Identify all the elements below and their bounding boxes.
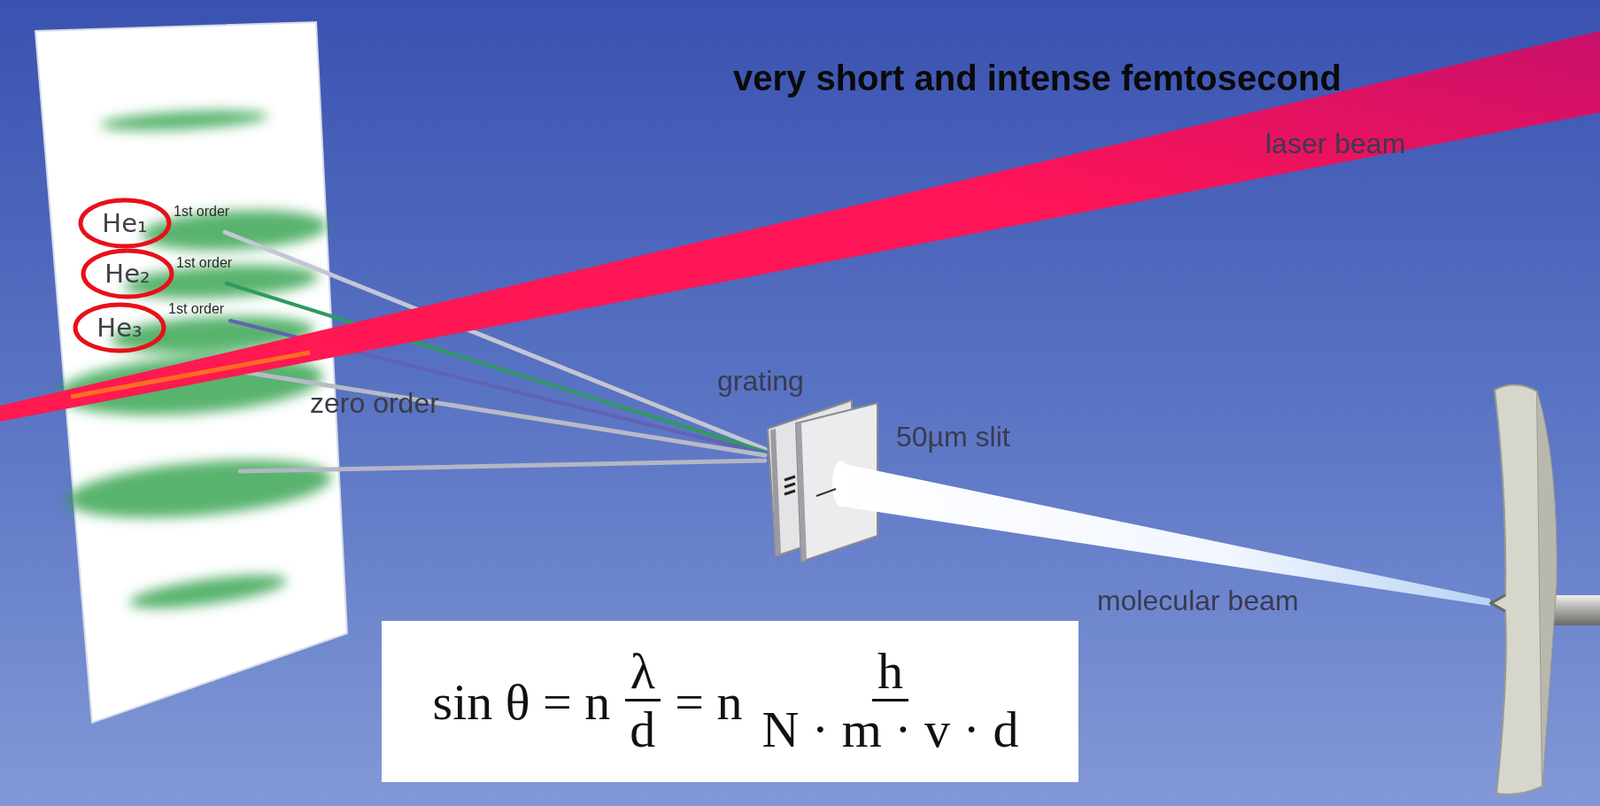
highlight-ellipse: He₂	[81, 248, 174, 299]
fraction: hN · m · v · d	[756, 644, 1024, 758]
slit-line	[816, 488, 836, 496]
skimmer	[1491, 384, 1543, 795]
laser-spot	[70, 352, 310, 397]
heading-text: very short and intense femtosecond	[733, 58, 1342, 99]
ellipse-stroke	[75, 304, 164, 351]
formula-text: = n	[674, 672, 743, 732]
formula-box: sin θ = nλd= nhN · m · v · d	[381, 620, 1079, 782]
part-label: grating	[717, 364, 804, 398]
fraction: λd	[624, 644, 661, 758]
beam-spot	[832, 460, 851, 507]
grating-edge	[770, 428, 781, 557]
species-label: He₂	[104, 258, 150, 289]
molecular-beam	[836, 462, 1491, 606]
laser-beam	[0, 30, 1600, 422]
numerator: λ	[625, 644, 661, 702]
part-label: 50µm slit	[896, 420, 1011, 454]
order-label: 1st order	[168, 301, 225, 317]
beam-label: laser beam	[1265, 127, 1406, 161]
ellipse-stroke	[80, 200, 170, 247]
denominator: d	[624, 701, 661, 758]
grating-lines	[784, 476, 796, 495]
order-label: zero order	[309, 386, 440, 420]
species-label: He₁	[101, 208, 147, 239]
denominator: N · m · v · d	[756, 701, 1024, 758]
order-label: 1st order	[173, 203, 230, 220]
numerator: h	[872, 644, 909, 702]
slit-edge	[796, 422, 807, 562]
highlight-ellipse: He₁	[78, 198, 171, 248]
skimmer-opening	[1491, 595, 1506, 611]
order-label: 1st order	[176, 255, 232, 271]
beam-label: molecular beam	[1097, 584, 1299, 618]
skimmer-side	[1537, 391, 1557, 787]
ellipse-stroke	[83, 250, 172, 297]
detector-screen	[35, 22, 348, 723]
formula-text: sin θ = n	[432, 672, 611, 732]
species-label: He₃	[96, 312, 142, 343]
highlight-ellipse: He₃	[73, 302, 166, 353]
